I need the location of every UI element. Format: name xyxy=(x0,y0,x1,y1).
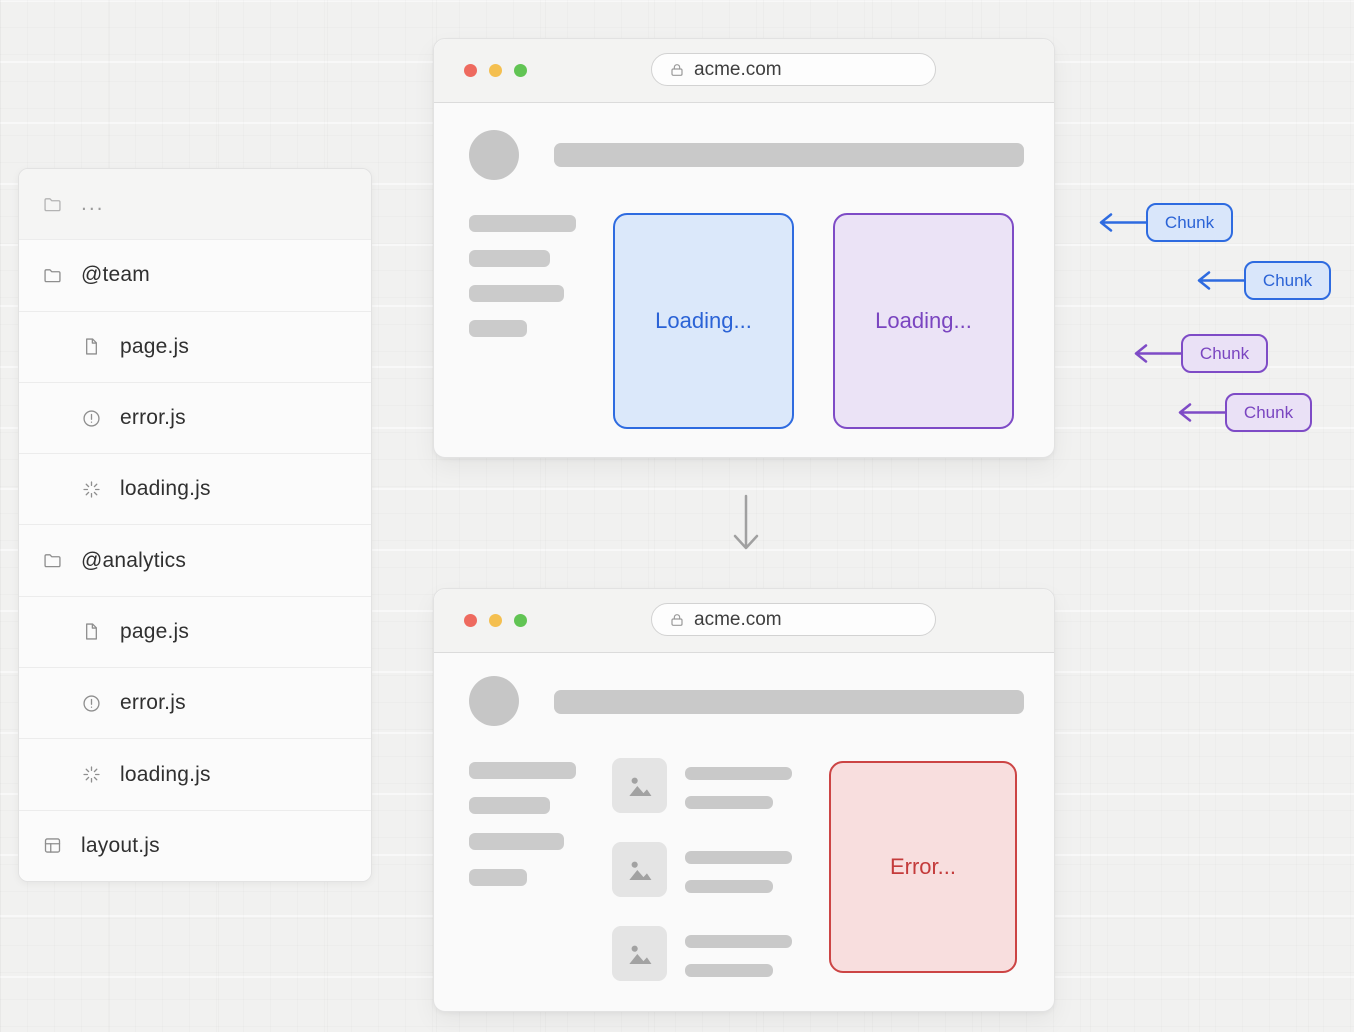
browser-titlebar: acme.com xyxy=(434,39,1054,103)
header-skeleton-bar xyxy=(554,143,1024,167)
skeleton-line xyxy=(469,250,550,267)
loading-label: Loading... xyxy=(875,308,972,333)
chunk-badge: Chunk xyxy=(1244,261,1331,300)
browser-titlebar: acme.com xyxy=(434,589,1054,653)
tree-row-loading: loading.js xyxy=(19,453,371,525)
image-placeholder-icon xyxy=(612,926,667,981)
chunk-callout-3: Chunk xyxy=(1131,334,1268,373)
chunk-badge: Chunk xyxy=(1146,203,1233,242)
chunk-callout-1: Chunk xyxy=(1096,203,1233,242)
skeleton-line xyxy=(469,285,564,302)
tree-row-layout: layout.js xyxy=(19,809,371,881)
flow-down-arrow-icon xyxy=(733,494,759,550)
tree-row-page: page.js xyxy=(19,595,371,668)
tree-row-ellipsis: ... xyxy=(19,169,371,240)
left-arrow-icon xyxy=(1178,403,1225,422)
avatar xyxy=(469,130,519,180)
tree-label: loading.js xyxy=(120,477,211,501)
tree-label: error.js xyxy=(120,406,186,430)
tree-label: ... xyxy=(81,192,105,216)
spinner-icon xyxy=(81,479,102,500)
chunk-label: Chunk xyxy=(1164,212,1215,232)
skeleton-line xyxy=(469,869,527,886)
image-placeholder-icon xyxy=(612,758,667,813)
skeleton-line xyxy=(469,320,527,337)
left-arrow-icon xyxy=(1134,344,1181,363)
chunk-label: Chunk xyxy=(1262,270,1313,290)
url-bar: acme.com xyxy=(651,603,936,636)
chunk-badge: Chunk xyxy=(1225,393,1312,432)
skeleton-line xyxy=(685,851,792,864)
tree-label: page.js xyxy=(120,334,190,358)
chunk-callout-2: Chunk xyxy=(1194,261,1331,300)
skeleton-line xyxy=(469,833,564,850)
chunk-label: Chunk xyxy=(1199,343,1250,363)
error-label: Error... xyxy=(889,854,956,879)
maximize-window-icon xyxy=(514,614,527,627)
browser-window-loading: acme.com Loading... Loading... xyxy=(433,38,1055,458)
folder-icon xyxy=(42,550,63,571)
image-placeholder-icon xyxy=(612,842,667,897)
folder-icon xyxy=(42,265,63,286)
alert-circle-icon xyxy=(81,693,102,714)
lock-icon xyxy=(669,62,685,78)
url-text: acme.com xyxy=(694,608,782,630)
chunk-label: Chunk xyxy=(1243,402,1294,422)
browser-window-error: acme.com xyxy=(433,588,1055,1012)
analytics-slot-error: Error... xyxy=(829,761,1017,973)
minimize-window-icon xyxy=(489,614,502,627)
browser-content: Loading... Loading... xyxy=(434,102,1054,457)
maximize-window-icon xyxy=(514,64,527,77)
tree-row-page: page.js xyxy=(19,310,371,382)
traffic-lights xyxy=(464,614,527,627)
minimize-window-icon xyxy=(489,64,502,77)
skeleton-line xyxy=(469,762,576,779)
browser-content: Error... xyxy=(434,652,1054,1011)
file-icon xyxy=(81,336,102,357)
file-explorer-panel: ... @team page.js error.js loading.js xyxy=(18,168,372,882)
skeleton-line xyxy=(469,215,576,232)
tree-label: error.js xyxy=(120,691,186,715)
feed-item xyxy=(612,842,822,897)
skeleton-line xyxy=(685,935,792,948)
spinner-icon xyxy=(81,764,102,785)
traffic-lights xyxy=(464,64,527,77)
tree-label: loading.js xyxy=(120,762,211,786)
tree-label: @team xyxy=(81,263,151,287)
left-arrow-icon xyxy=(1099,213,1146,232)
url-text: acme.com xyxy=(694,58,782,80)
feed-item xyxy=(612,758,822,813)
analytics-slot-loading: Loading... xyxy=(833,213,1014,429)
skeleton-line xyxy=(685,767,792,780)
tree-label: layout.js xyxy=(81,833,160,857)
skeleton-line xyxy=(685,796,773,809)
tree-row-error: error.js xyxy=(19,667,371,739)
skeleton-line xyxy=(685,964,773,977)
url-bar: acme.com xyxy=(651,53,936,86)
lock-icon xyxy=(669,612,685,628)
tree-label: page.js xyxy=(120,619,190,643)
chunk-badge: Chunk xyxy=(1181,334,1268,373)
tree-row-team: @team xyxy=(19,239,371,311)
file-icon xyxy=(81,621,102,642)
tree-label: @analytics xyxy=(81,548,187,572)
left-arrow-icon xyxy=(1197,271,1244,290)
skeleton-line xyxy=(685,880,773,893)
close-window-icon xyxy=(464,614,477,627)
tree-row-loading: loading.js xyxy=(19,738,371,810)
alert-circle-icon xyxy=(81,408,102,429)
tree-row-analytics: @analytics xyxy=(19,524,371,596)
feed-item xyxy=(612,926,822,981)
avatar xyxy=(469,676,519,726)
close-window-icon xyxy=(464,64,477,77)
layout-icon xyxy=(42,835,63,856)
skeleton-line xyxy=(469,797,550,814)
team-slot-loading: Loading... xyxy=(613,213,794,429)
chunk-callout-4: Chunk xyxy=(1175,393,1312,432)
tree-row-error: error.js xyxy=(19,381,371,454)
loading-label: Loading... xyxy=(655,308,752,333)
folder-icon xyxy=(42,194,63,215)
header-skeleton-bar xyxy=(554,690,1024,714)
